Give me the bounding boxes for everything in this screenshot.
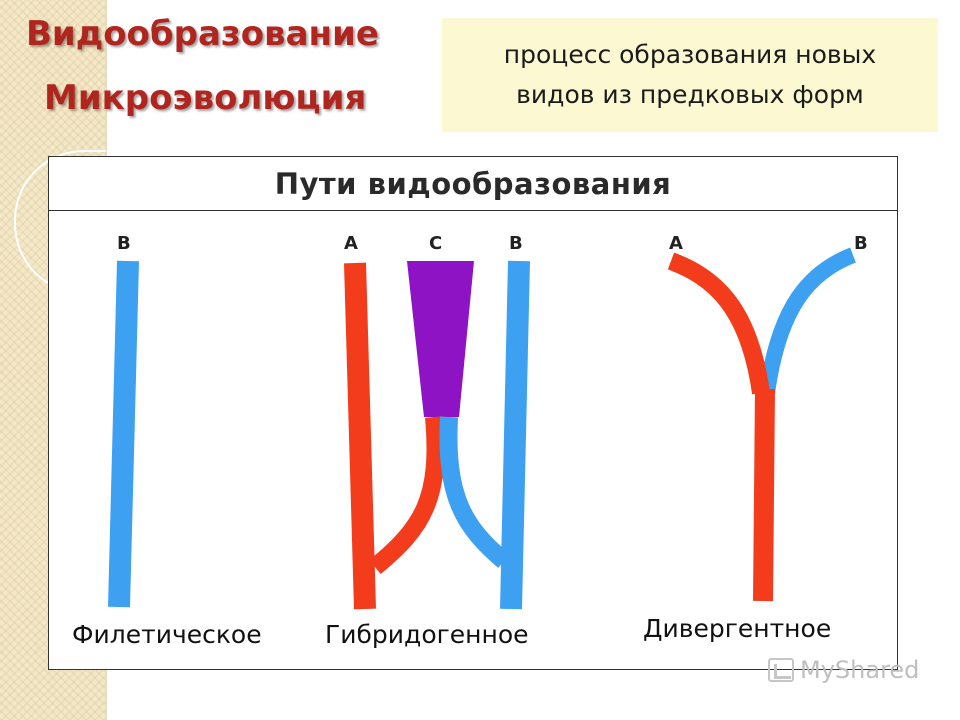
- definition-line-1: процесс образования новых: [503, 40, 877, 69]
- hybrid-blue-branch: [439, 416, 510, 568]
- phyletic-blue-line: [108, 260, 139, 608]
- phyletic-diagram: В Филетическое: [72, 233, 262, 649]
- divergent-label: Дивергентное: [643, 614, 831, 643]
- divergent-blue-branch: [759, 247, 857, 395]
- divergent-letter-a: А: [669, 233, 683, 254]
- hybrid-letter-b: В: [509, 233, 523, 254]
- watermark-logo-icon: [768, 658, 794, 682]
- hybrid-letter-c: С: [429, 233, 442, 254]
- definition-box: процесс образования новых видов из предк…: [442, 18, 938, 132]
- speciation-diagrams: В Филетическое А С В Гибридогенное А В Д…: [72, 233, 868, 649]
- hybrid-red-branch: [369, 416, 445, 574]
- hybrid-purple-wedge: [407, 261, 474, 417]
- title-microevolution: Микроэволюция: [44, 78, 367, 118]
- definition-line-2: видов из предковых форм: [516, 80, 864, 109]
- watermark-text: MyShared: [800, 656, 920, 684]
- panel-header: Пути видообразования: [49, 157, 897, 211]
- panel-title: Пути видообразования: [274, 166, 672, 201]
- hybrid-blue-line: [500, 260, 530, 610]
- divergent-diagram: А В Дивергентное: [643, 233, 868, 643]
- divergent-letter-b: В: [854, 233, 868, 254]
- speciation-paths-panel: Пути видообразования В Филетическое А С …: [48, 156, 898, 670]
- phyletic-letter-b: В: [117, 233, 131, 254]
- phyletic-label: Филетическое: [72, 620, 262, 649]
- hybrid-red-line: [344, 262, 376, 610]
- hybridogenic-label: Гибридогенное: [325, 620, 529, 649]
- title-speciation: Видообразование: [26, 14, 379, 54]
- divergent-red-stem: [753, 388, 775, 602]
- hybridogenic-diagram: А С В Гибридогенное: [325, 233, 530, 649]
- watermark: MyShared: [768, 656, 919, 684]
- hybrid-letter-a: А: [344, 233, 358, 254]
- divergent-red-branch: [667, 252, 770, 395]
